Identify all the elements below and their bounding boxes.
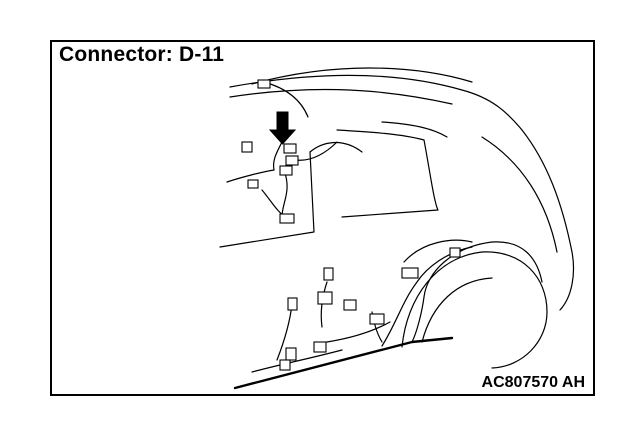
connector bbox=[401, 267, 419, 279]
connector bbox=[285, 155, 299, 166]
connector bbox=[285, 347, 297, 361]
connector bbox=[279, 359, 291, 371]
connector bbox=[369, 313, 385, 325]
connector bbox=[317, 291, 333, 305]
connector bbox=[449, 247, 461, 258]
connector bbox=[343, 299, 357, 311]
connector bbox=[257, 79, 271, 89]
wiring-harness bbox=[226, 81, 473, 373]
connector bbox=[313, 341, 327, 353]
figure-code: AC807570 AH bbox=[481, 374, 585, 391]
vehicle-wiring-illustration bbox=[219, 67, 575, 390]
connector bbox=[241, 141, 253, 153]
arrow-icon bbox=[268, 111, 297, 145]
connector-d11 bbox=[283, 143, 297, 154]
connector bbox=[279, 213, 295, 224]
connector bbox=[323, 267, 334, 281]
connector bbox=[287, 297, 298, 311]
connector-title: Connector: D-11 bbox=[59, 43, 225, 66]
connector bbox=[247, 179, 259, 189]
connector bbox=[279, 165, 293, 176]
connectors bbox=[241, 79, 461, 371]
diagram-frame: Connector: D-11 AC807570 AH bbox=[50, 40, 595, 396]
car-body-outline bbox=[219, 67, 575, 390]
